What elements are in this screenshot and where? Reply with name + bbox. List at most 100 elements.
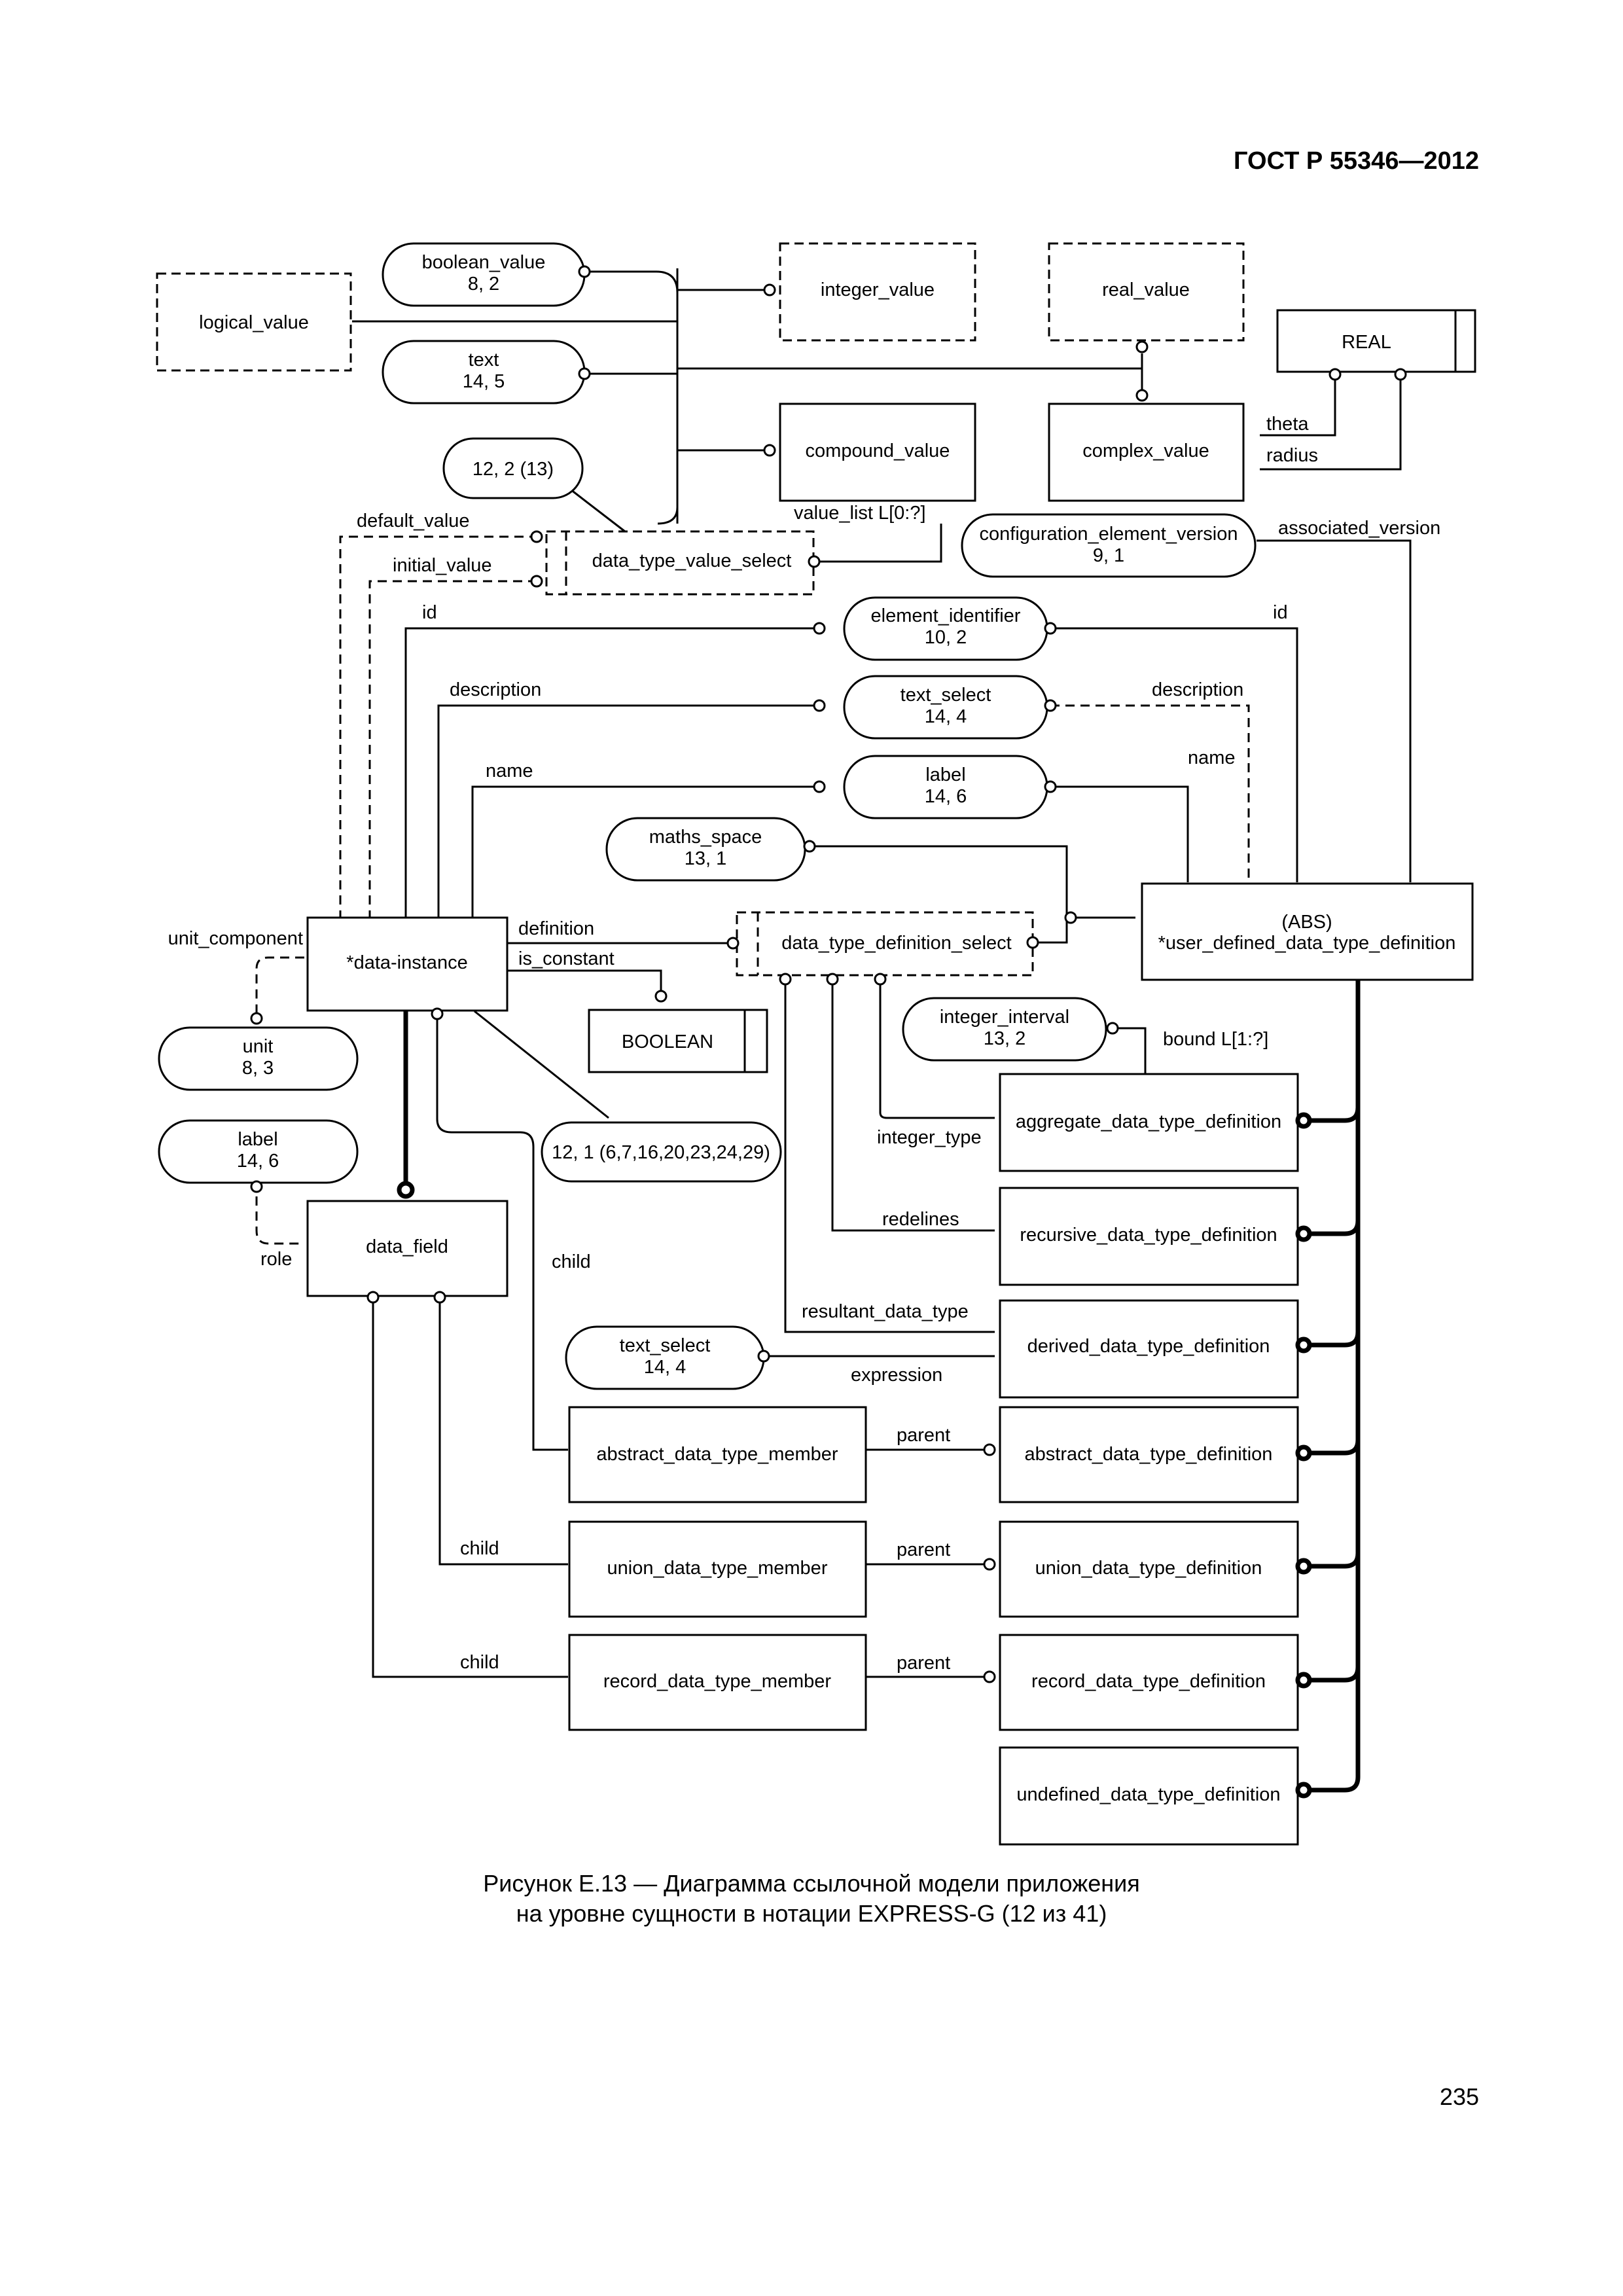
entity-label: undefined_data_type_definition: [1016, 1784, 1280, 1805]
entity-logical-value: logical_value: [156, 272, 352, 372]
ref-name: maths_space: [649, 827, 762, 848]
ref-text-select: text_select 14, 4: [843, 675, 1048, 740]
entity-abstract-data-type-member: abstract_data_type_member: [568, 1406, 867, 1503]
entity-union-data-type-member: union_data_type_member: [568, 1520, 867, 1618]
attr-role: role: [260, 1249, 292, 1270]
ref-text-select-lower: text_select 14, 4: [565, 1325, 765, 1390]
ref-label-left: label 14, 6: [158, 1119, 359, 1184]
ref-number: 14, 5: [463, 371, 505, 392]
express-g-diagram: logical_value integer_value real_value R…: [156, 242, 1476, 1846]
entity-record-data-type-member: record_data_type_member: [568, 1634, 867, 1731]
ref-number: 14, 4: [644, 1357, 687, 1378]
attr-parent-union: parent: [897, 1539, 950, 1560]
entity-label: aggregate_data_type_definition: [1016, 1111, 1281, 1132]
attr-expression: expression: [851, 1365, 942, 1386]
entity-label: logical_value: [199, 312, 309, 333]
ref-configuration-element-version: configuration_element_version 9, 1: [961, 513, 1257, 578]
entity-label: record_data_type_member: [603, 1671, 832, 1692]
entity-compound-value: compound_value: [779, 403, 976, 502]
ref-name: text_select: [620, 1335, 711, 1356]
standard-header: ГОСТ Р 55346—2012: [1234, 147, 1479, 175]
entity-undefined-data-type-definition: undefined_data_type_definition: [999, 1746, 1299, 1846]
attr-id-left: id: [422, 602, 437, 623]
ref-integer-interval: integer_interval 13, 2: [902, 997, 1107, 1062]
attr-value-list: value_list L[0:?]: [794, 503, 926, 524]
attr-resultant-data-type: resultant_data_type: [802, 1301, 969, 1322]
attr-initial-value: initial_value: [393, 555, 492, 576]
caption-line-2: на уровне сущности в нотации EXPRESS-G (…: [516, 1900, 1107, 1927]
caption-line-1: Рисунок Е.13 — Диаграмма ссылочной модел…: [483, 1870, 1140, 1897]
ref-name: text: [469, 350, 499, 370]
entity-real-value: real_value: [1048, 242, 1245, 342]
type-real: REAL: [1276, 309, 1476, 373]
attr-name-left: name: [486, 761, 533, 781]
type-label: BOOLEAN: [622, 1031, 713, 1052]
ref-boolean-value: boolean_value 8, 2: [382, 242, 586, 307]
entity-label: derived_data_type_definition: [1027, 1336, 1270, 1357]
ref-number: 12, 1 (6,7,16,20,23,24,29): [552, 1142, 770, 1163]
entity-label: *user_defined_data_type_definition: [1158, 933, 1456, 954]
entity-recursive-data-type-definition: recursive_data_type_definition: [999, 1187, 1299, 1286]
ref-name: integer_interval: [940, 1007, 1069, 1028]
ref-name: configuration_element_version: [980, 524, 1238, 545]
ref-number: 14, 6: [925, 786, 967, 807]
attr-description-left: description: [450, 679, 541, 700]
attr-parent-record: parent: [897, 1653, 950, 1674]
attr-radius: radius: [1266, 445, 1318, 466]
relationship-endpoints: [250, 265, 1407, 1799]
type-boolean: BOOLEAN: [588, 1009, 768, 1073]
ref-number: 10, 2: [925, 627, 967, 648]
ref-name: label: [238, 1129, 277, 1150]
ref-number: 13, 2: [984, 1028, 1026, 1049]
entity-label: abstract_data_type_definition: [1025, 1444, 1273, 1465]
entity-label: data_field: [366, 1236, 448, 1257]
attr-name-right: name: [1188, 747, 1236, 768]
attr-child-abstract: child: [552, 1251, 591, 1272]
entity-label: union_data_type_definition: [1035, 1558, 1262, 1579]
attr-is-constant: is_constant: [518, 948, 615, 969]
attr-bound: bound L[1:?]: [1163, 1029, 1268, 1050]
ref-12-1: 12, 1 (6,7,16,20,23,24,29): [541, 1121, 782, 1183]
attr-redelines: redelines: [882, 1209, 959, 1230]
entity-label: complex_value: [1082, 440, 1209, 461]
ref-name: boolean_value: [422, 252, 546, 273]
ref-number: 8, 2: [468, 274, 499, 295]
entity-derived-data-type-definition: derived_data_type_definition: [999, 1299, 1299, 1399]
entity-label: record_data_type_definition: [1031, 1671, 1266, 1692]
attr-unit-component: unit_component: [168, 928, 303, 949]
attr-description-right: description: [1152, 679, 1243, 700]
ref-name: element_identifier: [871, 605, 1021, 626]
entity-record-data-type-definition: record_data_type_definition: [999, 1634, 1299, 1731]
ref-name: label: [925, 764, 965, 785]
ref-number: 8, 3: [242, 1058, 274, 1079]
entity-data-field: data_field: [306, 1200, 508, 1297]
entity-label: union_data_type_member: [607, 1558, 828, 1579]
ref-number: 13, 1: [685, 848, 727, 869]
ref-number: 14, 4: [925, 706, 967, 727]
ref-number: 14, 6: [237, 1151, 279, 1172]
entity-label: integer_value: [821, 279, 935, 300]
entity-label: abstract_data_type_member: [596, 1444, 838, 1465]
attr-child-union: child: [460, 1538, 499, 1559]
entity-integer-value: integer_value: [779, 242, 976, 342]
ref-element-identifier: element_identifier 10, 2: [843, 596, 1048, 661]
entity-label: real_value: [1102, 279, 1190, 300]
ref-number: 9, 1: [1093, 545, 1124, 566]
entity-label: recursive_data_type_definition: [1020, 1225, 1277, 1246]
entity-abstract-data-type-definition: abstract_data_type_definition: [999, 1406, 1299, 1503]
attr-associated-version: associated_version: [1278, 518, 1440, 539]
select-data-type-value: data_type_value_select: [545, 530, 815, 596]
select-data-type-definition: data_type_definition_select: [736, 911, 1034, 977]
attr-parent-abstract: parent: [897, 1425, 950, 1446]
type-label: REAL: [1342, 332, 1391, 353]
ref-unit: unit 8, 3: [158, 1026, 359, 1091]
attr-theta: theta: [1266, 414, 1309, 435]
ref-name: text_select: [901, 685, 991, 706]
entity-complex-value: complex_value: [1048, 403, 1245, 502]
select-label: data_type_definition_select: [781, 933, 1011, 954]
attr-definition: definition: [518, 918, 594, 939]
attr-child-record: child: [460, 1652, 499, 1673]
abstract-marker: (ABS): [1281, 912, 1332, 933]
entity-label: compound_value: [806, 440, 950, 461]
connection-lines: [255, 268, 1412, 1793]
